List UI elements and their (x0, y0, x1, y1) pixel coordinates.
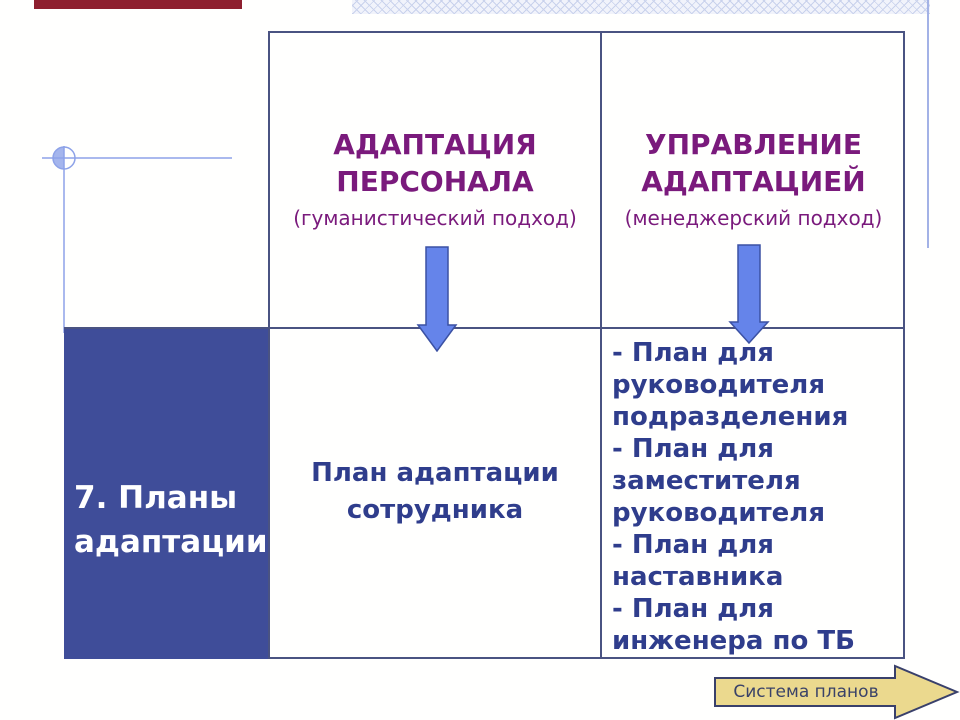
column-subtitle: (менеджерский подход) (624, 205, 883, 230)
cell-plan-list: - План для руководителя подразделения - … (612, 337, 902, 657)
lattice-pattern (352, 0, 930, 14)
column-title: АДАПТАЦИЯ ПЕРСОНАЛА (333, 128, 537, 198)
list-item: - План для руководителя подразделения (612, 338, 849, 432)
crosshair-ornament (42, 146, 232, 333)
header-cell-adaptation: АДАПТАЦИЯ ПЕРСОНАЛА (гуманистический под… (272, 33, 598, 325)
row-label: 7. Планы адаптации (74, 479, 268, 560)
table-row-divider (64, 327, 905, 329)
list-item: - План для инженера по ТБ (612, 594, 855, 656)
row-stub-cell (64, 329, 268, 659)
table-column-divider (600, 31, 602, 659)
list-item: - План для заместителя руководителя (612, 434, 826, 528)
footer-arrow-label: Система планов (733, 682, 879, 702)
column-title: УПРАВЛЕНИЕ АДАПТАЦИЕЙ (641, 128, 866, 198)
cell-employee-plan: План адаптации сотрудника (311, 458, 559, 525)
column-subtitle: (гуманистический подход) (293, 205, 577, 230)
header-cell-management: УПРАВЛЕНИЕ АДАПТАЦИЕЙ (менеджерский подх… (604, 33, 903, 325)
down-arrow-icon (728, 244, 770, 344)
right-arrow-shape (714, 664, 960, 720)
down-arrow-icon (416, 246, 458, 352)
accent-bar (34, 0, 242, 9)
table-outline (268, 31, 905, 659)
right-vertical-line (927, 0, 929, 248)
list-item: - План для наставника (612, 530, 784, 592)
